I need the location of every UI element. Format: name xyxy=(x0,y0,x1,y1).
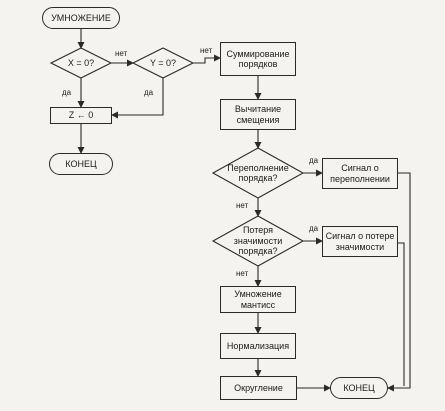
label-overflow-no: нет xyxy=(236,201,249,210)
edge-y-no xyxy=(193,54,221,64)
decision-y-zero[interactable]: Y = 0? xyxy=(149,57,177,68)
label-underflow-yes: да xyxy=(309,224,319,233)
label-x-yes: да xyxy=(62,88,72,97)
normalize-box[interactable]: Нормализация xyxy=(220,333,296,359)
round-box[interactable]: Округление xyxy=(220,376,297,400)
end-terminal-right[interactable]: КОНЕЦ xyxy=(330,377,388,399)
edge-y-yes xyxy=(111,78,164,119)
decision-underflow[interactable]: Потеря значимости порядка? xyxy=(233,225,283,257)
label-y-no: нет xyxy=(200,46,213,55)
underflow-signal-box[interactable]: Сигнал о потере значимости xyxy=(322,226,398,257)
end-terminal-left[interactable]: КОНЕЦ xyxy=(49,153,113,175)
sum-exponents-box[interactable]: Суммирование порядков xyxy=(220,42,296,76)
label-overflow-yes: да xyxy=(309,156,319,165)
label-x-no: нет xyxy=(115,49,128,58)
multiply-mantissas-box[interactable]: Умножение мантисс xyxy=(220,286,296,313)
edge-underflow-sig-to-end xyxy=(398,242,405,386)
decision-overflow[interactable]: Переполнение порядка? xyxy=(227,162,289,183)
start-terminal[interactable]: УМНОЖЕНИЕ xyxy=(42,7,120,29)
subtract-bias-box[interactable]: Вычитание смещения xyxy=(220,99,296,130)
decision-x-zero[interactable]: X = 0? xyxy=(67,57,95,68)
assign-z-zero[interactable]: Z ← 0 xyxy=(50,107,112,124)
edge-overflow-sig-to-end xyxy=(387,172,411,392)
label-y-yes: да xyxy=(144,88,154,97)
label-underflow-no: нет xyxy=(236,269,249,278)
overflow-signal-box[interactable]: Сигнал о переполнении xyxy=(322,158,398,189)
